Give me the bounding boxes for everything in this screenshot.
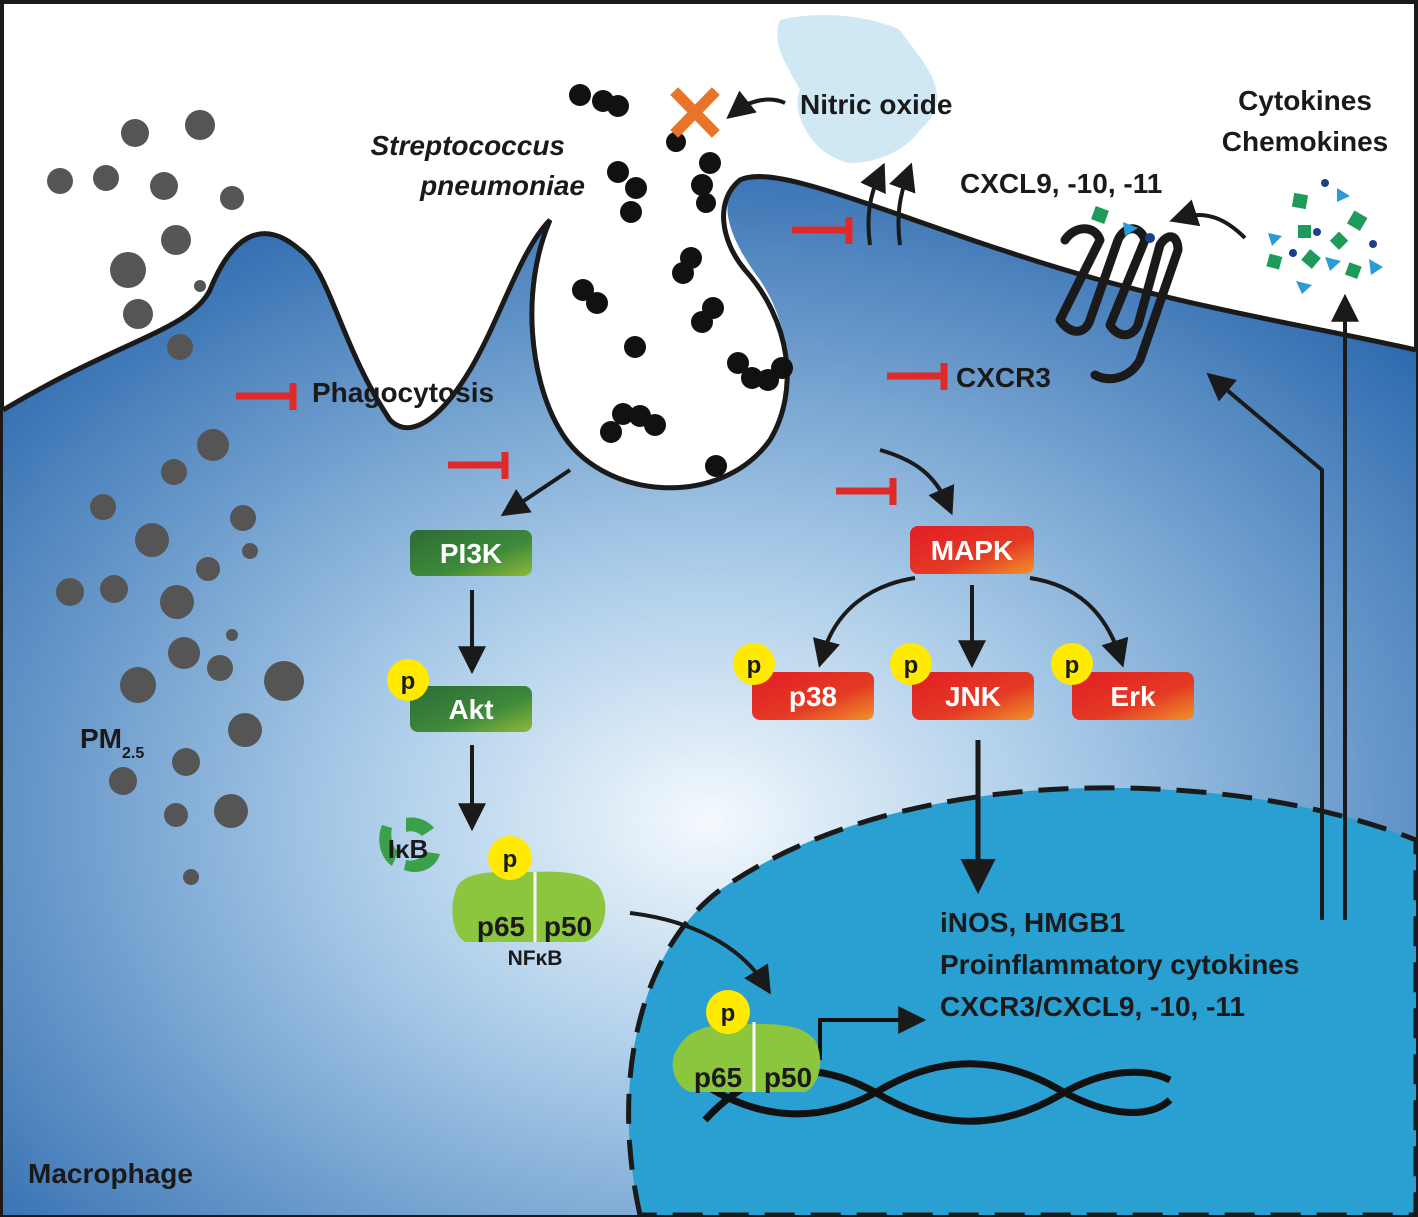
arrow-mapk-to-p38 (812, 576, 916, 668)
akt-phospho-icon (387, 659, 429, 701)
arrow-phagosome-to-mapk (879, 448, 955, 516)
p38-phospho-icon (733, 643, 775, 685)
pi3k-label: PI3K (440, 538, 502, 569)
akt-label: Akt (448, 694, 493, 725)
p65-label-nucleus: p65 (694, 1062, 742, 1093)
p38-label: p38 (789, 681, 837, 712)
pm25-label: PM2.5 (80, 723, 144, 762)
erk-box (1072, 672, 1194, 720)
cell-membrane (1, 174, 1417, 491)
nfkb-label: NFκB (508, 947, 563, 970)
ikb-label: IκB (388, 834, 429, 864)
streptococcus-bacteria (569, 84, 793, 477)
arrow-mapk-to-erk (1029, 576, 1129, 668)
pm-sub: 2.5 (122, 745, 144, 762)
nucleus-text-line3: CXCR3/CXCL9, -10, -11 (940, 991, 1245, 1022)
arrow-no-to-x (726, 90, 786, 119)
inhibit-no-icon (792, 217, 853, 244)
cxcr3-label: CXCR3 (956, 362, 1051, 393)
nfkb-complex-nucleus (672, 1023, 821, 1092)
phagosome (531, 180, 788, 488)
phagocytosis-label: Phagocytosis (312, 377, 494, 408)
jnk-box (912, 672, 1034, 720)
inhibit-pi3k-icon (448, 452, 509, 479)
akt-phospho-label: p (401, 668, 416, 695)
erk-phospho-icon (1051, 643, 1093, 685)
transcription-start-arrow (818, 1006, 927, 1060)
p65-label-cytoplasm: p65 (477, 911, 525, 942)
akt-box (410, 686, 532, 732)
ikb-fragments-icon (379, 817, 440, 873)
chemokines-label: Chemokines (1222, 126, 1389, 157)
arrow-nucleus-to-cxcr3 (1206, 372, 1324, 920)
streptococcus-label-1: Streptococcus (371, 130, 566, 161)
p50-label-nucleus: p50 (764, 1062, 812, 1093)
nfkb-complex-cytoplasm (452, 871, 606, 942)
inhibit-mapk-icon (836, 478, 897, 505)
nfkb-nucleus-phospho-icon (706, 990, 750, 1034)
streptococcus-label-2: pneumoniae (419, 170, 585, 201)
blocked-x-icon (670, 87, 720, 138)
inhibition-marks (236, 217, 948, 505)
cxcl-label: CXCL9, -10, -11 (960, 168, 1162, 199)
bound-chemokines-icon (1091, 206, 1155, 243)
nucleus-text-line1: iNOS, HMGB1 (940, 907, 1125, 938)
nucleus-text-line2: Proinflammatory cytokines (940, 949, 1299, 980)
pm-main: PM (80, 723, 122, 754)
nitric-oxide-label: Nitric oxide (800, 89, 952, 120)
mapk-label: MAPK (931, 535, 1013, 566)
arrow-no-release-1 (860, 162, 886, 246)
arrow-phagosome-to-pi3k (500, 468, 572, 517)
nfkb-phospho-label: p (503, 846, 518, 873)
jnk-phospho-icon (890, 643, 932, 685)
inhibit-phagocytosis-icon (236, 383, 297, 410)
nfkb-nucleus-phospho-label: p (721, 1000, 736, 1027)
arrow-to-cxcl (1169, 199, 1247, 240)
nitric-oxide-cloud (777, 14, 938, 163)
pm25-particles (47, 110, 304, 885)
cytokines-label: Cytokines (1238, 85, 1372, 116)
cxcr3-receptor-icon (1055, 224, 1183, 384)
macrophage-label: Macrophage (28, 1158, 193, 1189)
jnk-label: JNK (945, 681, 1001, 712)
arrow-nfkb-to-nucleus (629, 911, 771, 995)
inhibit-cxcr3-icon (887, 363, 948, 390)
jnk-phospho-label: p (904, 652, 919, 679)
nfkb-phospho-icon (488, 836, 532, 880)
p50-label-cytoplasm: p50 (544, 911, 592, 942)
mapk-box (910, 526, 1034, 574)
erk-phospho-label: p (1065, 652, 1080, 679)
pi3k-box (410, 530, 532, 576)
arrow-no-release-2 (889, 162, 916, 246)
p38-box (752, 672, 874, 720)
cytokine-cluster-icon (1266, 179, 1383, 294)
p38-phospho-label: p (747, 652, 762, 679)
erk-label: Erk (1110, 681, 1156, 712)
